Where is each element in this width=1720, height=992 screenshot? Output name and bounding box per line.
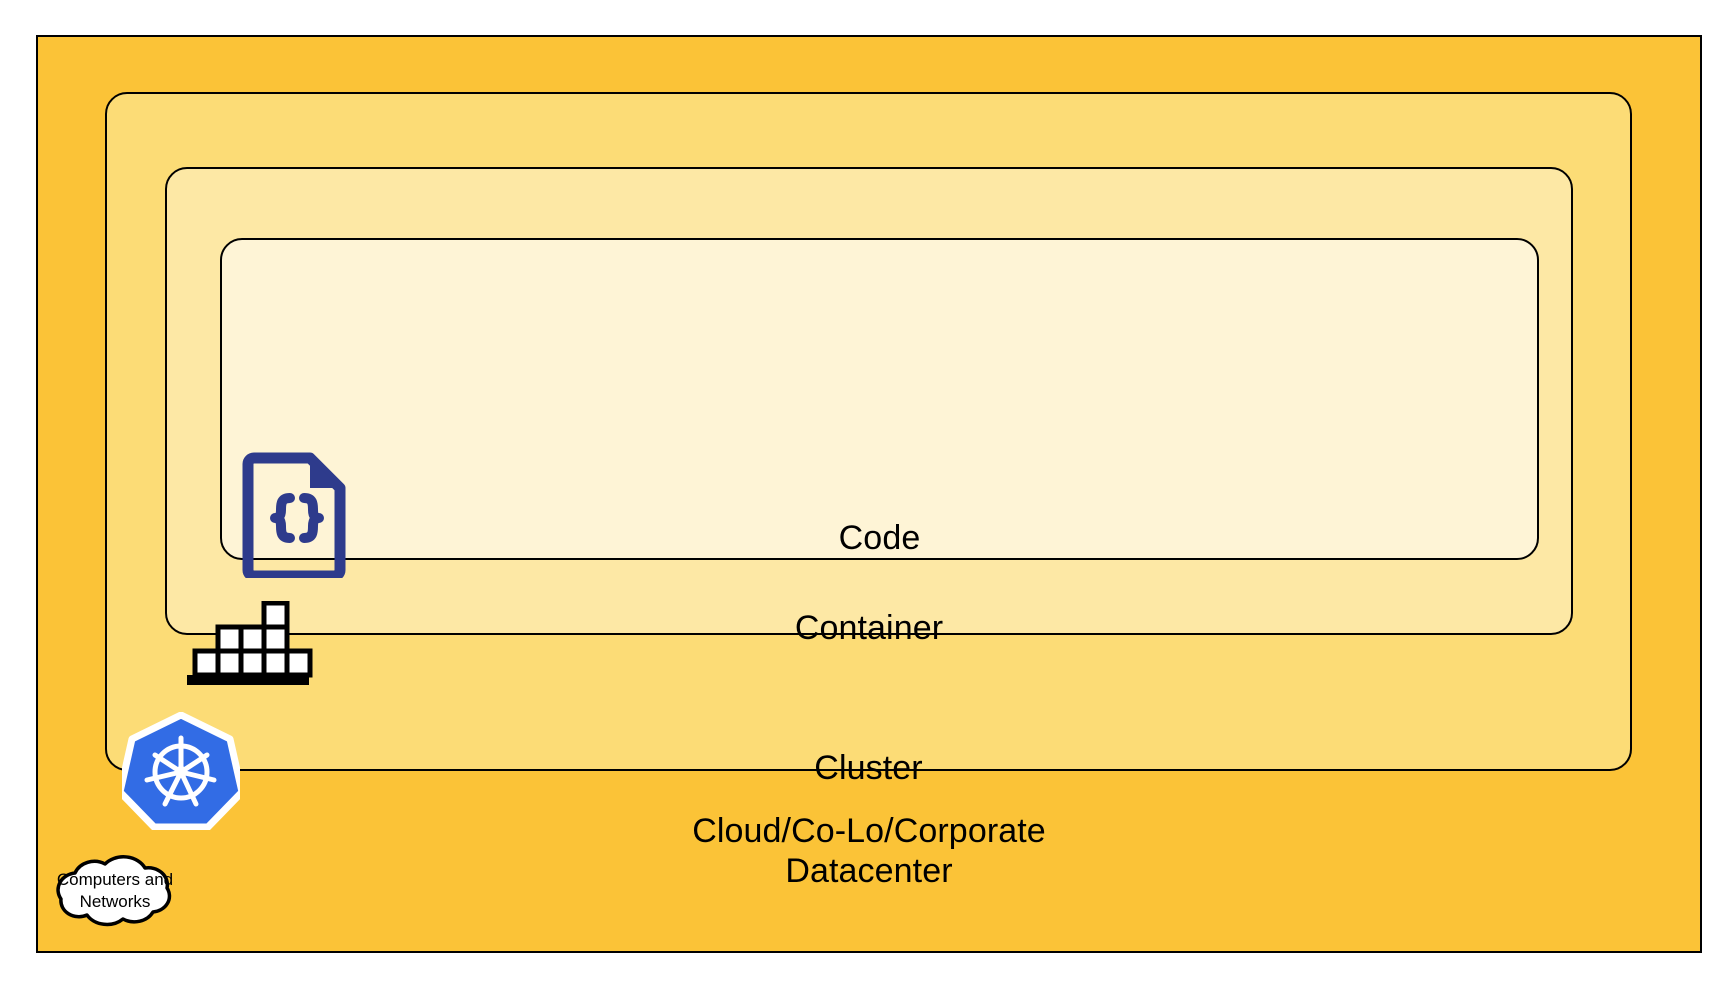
- cloud-label: Computers and Networks: [56, 870, 174, 911]
- cloud-computers-and-networks[interactable]: Computers and Networks: [35, 845, 195, 945]
- code-braces-document-icon: [240, 450, 352, 582]
- layer-label-code: Code: [838, 519, 921, 557]
- layer-label-cluster: Cluster: [814, 749, 923, 787]
- cloud-shape-icon: [56, 855, 172, 927]
- layer-code[interactable]: [220, 238, 1539, 560]
- layer-label-container: Container: [794, 609, 944, 647]
- kubernetes-helm-icon: [116, 711, 246, 831]
- layer-label-datacenter: Cloud/Co-Lo/Corporate Datacenter: [692, 812, 1046, 890]
- stacked-blocks-icon: [185, 600, 315, 687]
